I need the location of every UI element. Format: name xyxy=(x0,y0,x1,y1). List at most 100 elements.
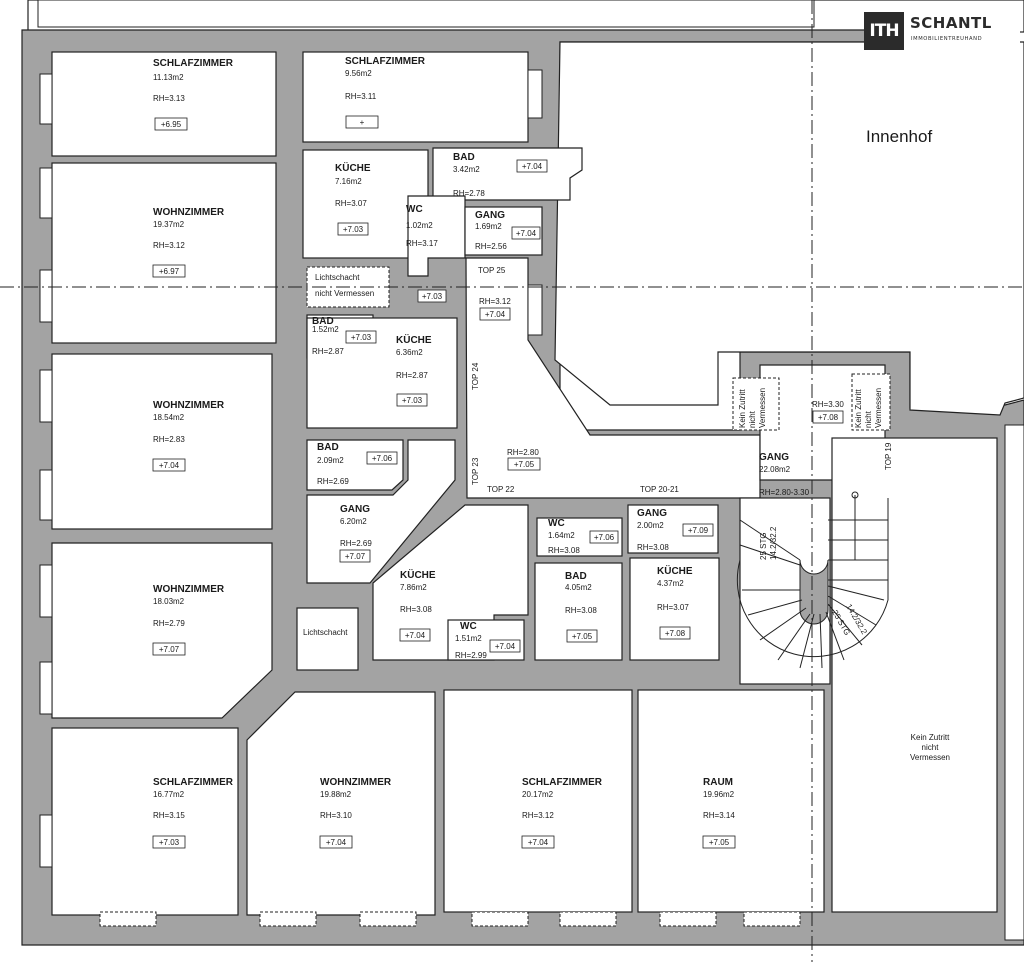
stair-dims-1: 14.2/32.2 xyxy=(769,526,778,560)
room-r22 xyxy=(246,691,436,916)
stair-height: RH=3.30 xyxy=(812,400,844,409)
elevation-boxes xyxy=(152,115,844,849)
room-elev-r9: +7.03 xyxy=(402,396,423,405)
room-unmeasured-right xyxy=(831,437,998,913)
bottom-window-stubs xyxy=(99,911,801,927)
top23-label: TOP 23 xyxy=(471,457,480,485)
kein-zutritt-3a: Kein Zutritt xyxy=(911,733,950,742)
room-elev-r12-box xyxy=(339,549,371,563)
room-name-r14: WC xyxy=(548,518,565,529)
room-name-r8: BAD xyxy=(312,316,334,327)
room-elev-r8-box xyxy=(345,330,377,344)
lichtschacht-note-1: Lichtschacht xyxy=(315,273,360,282)
room-r20 xyxy=(629,557,720,661)
room-r2 xyxy=(302,51,529,143)
room-elev-r18-box xyxy=(489,639,521,653)
room-name-r4: KÜCHE xyxy=(335,161,371,174)
room-name-r2: SCHLAFZIMMER xyxy=(345,56,426,67)
room-lichtschacht xyxy=(296,607,359,671)
logo-subtitle: IMMOBILIENTREUHAND xyxy=(911,36,983,42)
room-area-r18: 1.51m2 xyxy=(455,634,482,643)
room-r-corridor xyxy=(465,257,761,499)
top-wall-line xyxy=(37,0,815,28)
room-elev-r17-box xyxy=(399,628,431,642)
room-elev-r16-box xyxy=(152,642,186,656)
room-r19 xyxy=(534,562,623,661)
top22-label: TOP 22 xyxy=(487,485,515,494)
room-elev-r1-box xyxy=(154,117,188,131)
room-elev-r21: +7.03 xyxy=(159,838,180,847)
room-name-r1: SCHLAFZIMMER xyxy=(153,58,234,69)
room-height-r24: RH=3.14 xyxy=(703,811,735,820)
right-edge-strip xyxy=(1004,424,1024,941)
room-height-r9: RH=2.87 xyxy=(396,371,428,380)
lichtschacht-note-2: nicht Vermessen xyxy=(315,289,374,298)
hall-elev: +7.05 xyxy=(514,460,535,469)
room-area-r22: 19.88m2 xyxy=(320,790,352,799)
kein-zutritt-3b: nicht xyxy=(922,743,940,752)
room-height-r2: RH=3.11 xyxy=(345,92,377,101)
kein-zutritt-1c: Vermessen xyxy=(758,388,767,428)
logo-name: SCHANTL xyxy=(910,14,992,32)
room-area-r24: 19.96m2 xyxy=(703,790,735,799)
room-elev-r18: +7.04 xyxy=(495,642,516,651)
room-height-r7: RH=2.56 xyxy=(475,242,507,251)
room-elev-r23-box xyxy=(521,835,555,849)
room-elev-r23: +7.04 xyxy=(528,838,549,847)
room-elev-r20: +7.08 xyxy=(665,629,686,638)
room-elev-r5-box xyxy=(516,159,548,173)
room-name-r15: GANG xyxy=(637,508,667,519)
room-elev-r11: +7.06 xyxy=(372,454,393,463)
courtyard-area xyxy=(554,41,1024,416)
room-r12 xyxy=(306,439,456,584)
room-area-r19: 4.05m2 xyxy=(565,583,592,592)
kein-zutritt-1a: Kein Zutritt xyxy=(738,389,747,428)
room-name-r19: BAD xyxy=(565,571,587,582)
room-r24 xyxy=(637,689,825,913)
room-area-r6: 1.02m2 xyxy=(406,221,433,230)
room-area-r9: 6.36m2 xyxy=(396,348,423,357)
room-elev-r4: +7.03 xyxy=(343,225,364,234)
room-name-r20: KÜCHE xyxy=(657,564,693,577)
room-elev-r10: +7.04 xyxy=(159,461,180,470)
room-r9 xyxy=(306,317,458,429)
room-area-r15: 2.00m2 xyxy=(637,521,664,530)
room-name-r18: WC xyxy=(460,621,477,632)
room-height-r17: RH=3.08 xyxy=(400,605,432,614)
top25-label: TOP 25 xyxy=(478,266,506,275)
stair-steps-1: 25 STG xyxy=(759,532,768,560)
room-height-r22: RH=3.10 xyxy=(320,811,352,820)
room-area-r3: 19.37m2 xyxy=(153,220,185,229)
top24-label: TOP 24 xyxy=(471,362,480,390)
room-name-r22: WOHNZIMMER xyxy=(320,777,392,788)
room-area-r20: 4.37m2 xyxy=(657,579,684,588)
room-elev-r21-box xyxy=(152,835,186,849)
unmeasured-box-1 xyxy=(732,377,780,431)
room-name-r13: GANG xyxy=(759,452,789,463)
kein-zutritt-2b: nicht xyxy=(864,410,873,428)
room-r16 xyxy=(51,542,273,719)
room-area-r1: 11.13m2 xyxy=(153,73,184,82)
room-area-r16: 18.03m2 xyxy=(153,597,185,606)
courtyard-label: Innenhof xyxy=(866,127,932,146)
room-height-r15: RH=3.08 xyxy=(637,543,669,552)
room-elev-r6-box xyxy=(417,289,447,303)
room-height-r19: RH=3.08 xyxy=(565,606,597,615)
room-elev-r14: +7.06 xyxy=(594,533,615,542)
rooms xyxy=(51,51,998,916)
room-area-r2: 9.56m2 xyxy=(345,69,372,78)
room-height-r23: RH=3.12 xyxy=(522,811,554,820)
room-r10 xyxy=(51,353,273,530)
spiral-staircase xyxy=(736,491,889,669)
company-logo: ITH SCHANTL IMMOBILIENTREUHAND xyxy=(864,12,1020,50)
room-elev-r11-box xyxy=(366,451,398,465)
room-height-r14: RH=3.08 xyxy=(548,546,580,555)
room-name-r21: SCHLAFZIMMER xyxy=(153,777,234,788)
room-elev-r15-box xyxy=(682,523,714,537)
room-elev-r20-box xyxy=(659,626,691,640)
room-elev-r3-box xyxy=(152,264,186,278)
room-name-r23: SCHLAFZIMMER xyxy=(522,777,603,788)
room-r6 xyxy=(407,195,466,277)
